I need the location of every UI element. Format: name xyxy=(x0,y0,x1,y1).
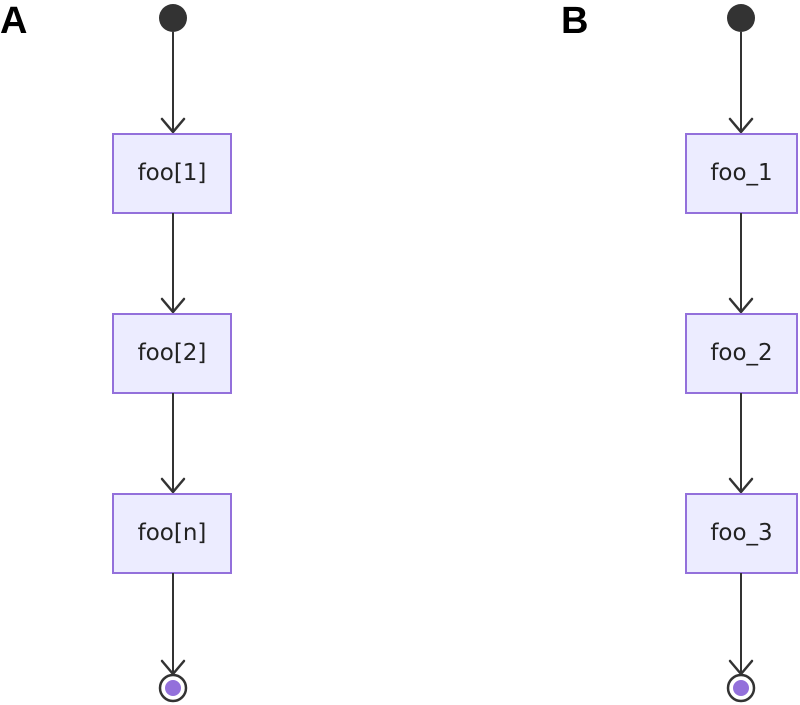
panel-b: B foo_1 foo_2 foo_3 xyxy=(561,0,798,703)
panel-a-start-state xyxy=(159,4,187,32)
panel-a-state-1-label: foo[1] xyxy=(138,160,207,186)
panel-b-state-2-label: foo_2 xyxy=(710,340,772,366)
panel-a-state-3 xyxy=(112,493,232,574)
panel-b-arrow-head-3 xyxy=(728,477,754,494)
panel-b-state-3 xyxy=(685,493,798,574)
panel-a: A foo[1] foo[2] foo[n] xyxy=(0,0,232,703)
panel-a-arrow-head-1 xyxy=(160,117,186,134)
panel-b-end-state xyxy=(733,680,749,696)
panel-a-state-2-label: foo[2] xyxy=(138,340,207,366)
panel-a-state-3-label: foo[n] xyxy=(138,520,207,546)
panel-b-arrow-head-2 xyxy=(728,297,754,314)
panel-letter-a: A xyxy=(0,0,27,42)
panel-a-state-1 xyxy=(112,133,232,214)
panel-b-state-1-label: foo_1 xyxy=(710,160,772,186)
panel-b-arrow-head-1 xyxy=(728,117,754,134)
panel-a-end-state xyxy=(165,680,181,696)
panel-b-state-3-label: foo_3 xyxy=(710,520,772,546)
panel-a-arrow-head-3 xyxy=(160,477,186,494)
panel-letter-b: B xyxy=(561,0,588,42)
panel-b-start-state xyxy=(727,4,755,32)
panel-a-arrow-head-2 xyxy=(160,297,186,314)
